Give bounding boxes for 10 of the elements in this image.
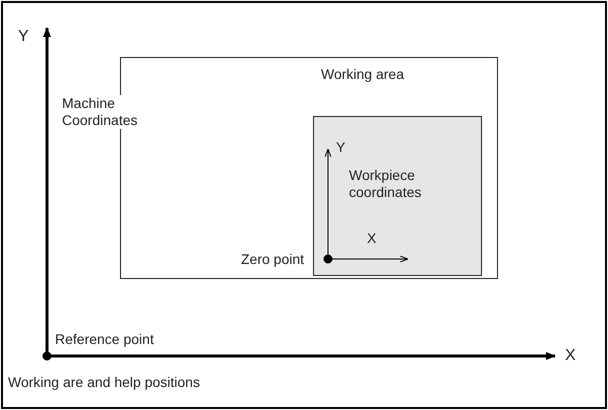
area-label: Workpiece coordinates: [349, 167, 422, 201]
area-label: Working area: [321, 66, 406, 83]
axis-label: X: [565, 347, 576, 364]
axis-label: Y: [18, 28, 29, 45]
caption: Working are and help positions: [8, 374, 200, 391]
workpiece-box: [313, 116, 482, 276]
point-label: Zero point: [241, 251, 304, 268]
point-label: Reference point: [55, 331, 154, 348]
axis-label: Y: [336, 139, 346, 156]
axis-label: X: [367, 230, 376, 247]
